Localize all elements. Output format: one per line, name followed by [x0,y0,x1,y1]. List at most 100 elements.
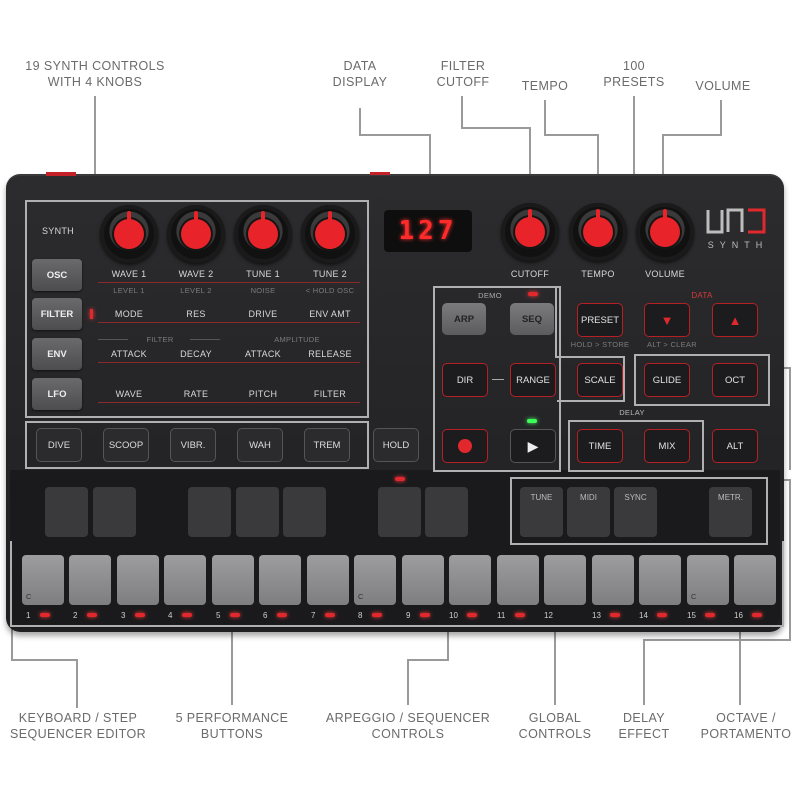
synth-knob-2[interactable] [167,205,225,263]
top-edge-red-mark [370,172,390,175]
white-key-7[interactable] [307,555,349,605]
preset-button[interactable]: PRESET [577,303,623,337]
callout-octave: OCTAVE / PORTAMENTO [700,711,792,741]
top-edge-red-mark [46,172,76,176]
step-led [87,613,97,617]
play-led [527,419,537,423]
synth-knob-3[interactable] [234,205,292,263]
scale-button[interactable]: SCALE [577,363,623,397]
white-key-16[interactable] [734,555,776,605]
osc-param: WAVE 1 [111,269,147,279]
volume-knob[interactable] [636,203,694,261]
perf-button-wah[interactable]: WAH [237,428,283,462]
filter-param: MODE [114,309,144,319]
key-number: 10 [449,611,458,620]
white-key-12[interactable] [544,555,586,605]
white-key-10[interactable] [449,555,491,605]
perf-button-trem[interactable]: TREM [304,428,350,462]
arrow-down-icon: ▼ [660,312,674,328]
white-key-4[interactable] [164,555,206,605]
osc-sub-param: < HOLD OSC [305,286,355,295]
filter-divider [98,322,360,323]
env-param: ATTACK [111,349,147,359]
key-number: 7 [311,611,316,620]
callout-tempo: TEMPO [521,79,569,93]
arp-seq-outline-ext [555,286,557,358]
perf-button-dive[interactable]: DIVE [36,428,82,462]
time-button[interactable]: TIME [577,429,623,463]
delay-label: DELAY [619,408,645,417]
uno-logo [706,208,766,234]
black-key[interactable] [425,487,468,537]
black-key[interactable] [188,487,231,537]
black-key[interactable] [283,487,326,537]
tune-pad[interactable]: TUNE [520,487,563,537]
white-key-8[interactable] [354,555,396,605]
mix-button[interactable]: MIX [644,429,690,463]
alt-button[interactable]: ALT [712,429,758,463]
range-button[interactable]: RANGE [510,363,556,397]
step-led [657,613,667,617]
cutoff-knob[interactable] [501,203,559,261]
arp-button[interactable]: ARP [442,303,486,335]
white-key-6[interactable] [259,555,301,605]
white-key-2[interactable] [69,555,111,605]
step-led [705,613,715,617]
seq-button[interactable]: SEQ [510,303,554,335]
callout-global: GLOBAL CONTROLS [518,711,592,741]
osc-sub-param: NOISE [250,286,276,295]
lfo-divider [98,402,360,403]
sync-pad[interactable]: SYNC [614,487,657,537]
glide-button[interactable]: GLIDE [644,363,690,397]
black-key[interactable] [378,487,421,537]
data-up-button[interactable]: ▲ [712,303,758,337]
oct-button[interactable]: OCT [712,363,758,397]
lfo-button[interactable]: LFO [32,378,82,410]
synth-knob-1[interactable] [100,205,158,263]
black-key[interactable] [45,487,88,537]
data-display: 127 [384,210,472,252]
black-key[interactable] [236,487,279,537]
white-key-9[interactable] [402,555,444,605]
lfo-param: FILTER [313,389,347,399]
tempo-knob[interactable] [569,203,627,261]
osc-sub-param: LEVEL 1 [113,286,145,295]
osc-button[interactable]: OSC [32,259,82,291]
key-number: 9 [406,611,411,620]
data-down-button[interactable]: ▼ [644,303,690,337]
perf-button-scoop[interactable]: SCOOP [103,428,149,462]
dir-range-link [492,379,504,380]
arp-seq-outline-ext [555,356,625,358]
callout-delay: DELAY EFFECT [618,711,670,741]
dir-button[interactable]: DIR [442,363,488,397]
arrow-up-icon: ▲ [728,312,742,328]
callout-synth-controls: 19 SYNTH CONTROLS WITH 4 KNOBS [25,59,165,89]
key-number: 14 [639,611,648,620]
white-key-3[interactable] [117,555,159,605]
osc-param: WAVE 2 [178,269,214,279]
record-icon [458,439,472,453]
white-key-13[interactable] [592,555,634,605]
step-led [182,613,192,617]
metronome-pad[interactable]: METR. [709,487,752,537]
black-key[interactable] [93,487,136,537]
play-button[interactable]: ▶ [510,429,556,463]
synth-knob-4[interactable] [301,205,359,263]
record-button[interactable] [442,429,488,463]
step-led [467,613,477,617]
hold-button[interactable]: HOLD [373,428,419,462]
white-key-1[interactable] [22,555,64,605]
white-key-15[interactable] [687,555,729,605]
lfo-param: PITCH [248,389,278,399]
filter-param: DRIVE [248,309,278,319]
perf-button-vibr[interactable]: VIBR. [170,428,216,462]
white-key-11[interactable] [497,555,539,605]
env-button[interactable]: ENV [32,338,82,370]
callout-volume: VOLUME [695,79,751,93]
white-key-5[interactable] [212,555,254,605]
midi-pad[interactable]: MIDI [567,487,610,537]
white-key-14[interactable] [639,555,681,605]
play-icon: ▶ [527,437,539,454]
callout-keyboard: KEYBOARD / STEP SEQUENCER EDITOR [9,711,147,741]
filter-button[interactable]: FILTER [32,298,82,330]
